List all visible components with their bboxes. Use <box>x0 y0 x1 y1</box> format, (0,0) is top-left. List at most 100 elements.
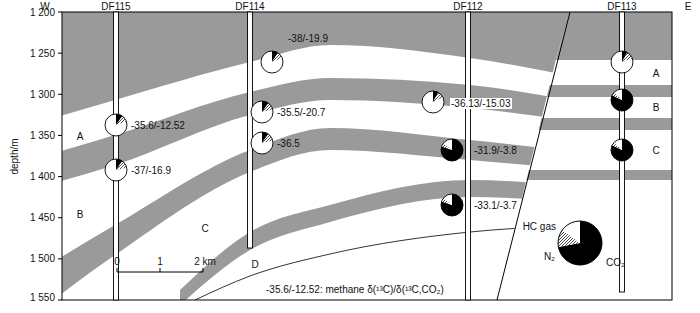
pie-slice <box>251 132 273 154</box>
pie-slice <box>251 101 273 123</box>
layer-name: B <box>77 209 84 220</box>
wells <box>114 12 625 300</box>
gas-pie <box>261 51 283 73</box>
layer-name: C <box>201 223 208 234</box>
legend-swatch <box>558 221 602 265</box>
isotope-value: -37/-16.9 <box>131 165 171 176</box>
gas-pie <box>251 132 273 154</box>
depth-tick <box>58 217 62 218</box>
depth-label: 1 250 <box>30 48 55 59</box>
left-fault-block <box>40 12 580 310</box>
gas-pie <box>441 139 463 161</box>
scale-bar <box>117 268 203 272</box>
gas-pie <box>422 91 444 113</box>
layer-name: A <box>77 131 84 142</box>
pie-slice <box>261 51 283 73</box>
depth-axis <box>58 12 62 300</box>
isotope-value: -35.5/-20.7 <box>277 107 325 118</box>
isotope-value: -36.5 <box>277 138 300 149</box>
legend-label: HC gas <box>523 221 556 232</box>
scale-label: 0 <box>114 256 120 267</box>
depth-tick <box>58 176 62 177</box>
depth-label: 1 300 <box>30 89 55 100</box>
well-name: DF114 <box>235 1 264 12</box>
depth-label: 1 200 <box>30 7 55 18</box>
gas-pie <box>441 194 463 216</box>
fault-line <box>497 12 570 300</box>
pie-slice <box>611 51 633 73</box>
shale-band <box>490 118 680 130</box>
depth-tick <box>58 258 62 259</box>
well <box>248 12 253 248</box>
isotope-value: -38/-19.9 <box>288 33 328 44</box>
well-name: DF115 <box>101 1 130 12</box>
pie-slice <box>443 139 452 150</box>
scale-tick <box>117 268 118 272</box>
pie-outline <box>611 139 633 161</box>
shale-band <box>490 85 680 97</box>
pie-slice <box>614 139 622 150</box>
pie-outline <box>441 194 463 216</box>
legend-swatch <box>562 221 580 243</box>
pie-slice <box>441 139 463 161</box>
gas-pie <box>611 89 633 111</box>
pie-slice <box>441 194 463 216</box>
pie-outline <box>251 132 273 154</box>
axis-title: depth/m <box>9 138 20 174</box>
depth-label: 1 500 <box>30 253 55 264</box>
gas-pies <box>105 51 633 216</box>
layer-name: A <box>653 68 660 79</box>
pie-slice <box>614 89 622 100</box>
shale-band <box>180 180 580 305</box>
layer-name: D <box>251 259 258 270</box>
depth-label: 1 400 <box>30 171 55 182</box>
depth-tick <box>58 300 62 301</box>
legend-label: N₂ <box>544 251 555 262</box>
scale-tick <box>203 268 204 272</box>
well <box>466 12 471 300</box>
cap-rock <box>490 12 680 60</box>
legend-outline <box>558 221 602 265</box>
depth-label: 1 550 <box>30 292 55 303</box>
pie-outline <box>441 139 463 161</box>
pie-outline <box>261 51 283 73</box>
gas-pie <box>105 114 127 136</box>
pie-slice <box>105 159 127 181</box>
pie-slice <box>611 139 633 161</box>
legend-pie <box>558 221 602 265</box>
shale-band <box>40 12 580 122</box>
gas-pie <box>611 139 633 161</box>
depth-label: 1 450 <box>30 212 55 223</box>
shale-band <box>40 128 580 310</box>
pie-outline <box>611 51 633 73</box>
well-name: DF112 <box>453 1 482 12</box>
pie-outline <box>422 91 444 113</box>
pie-slice <box>611 89 633 111</box>
depth-tick <box>58 12 62 13</box>
isotope-value: -33.1/-3.7 <box>474 200 517 211</box>
depth-tick <box>58 53 62 54</box>
depth-tick <box>58 135 62 136</box>
layer-name: C <box>652 145 659 156</box>
depth-tick <box>58 94 62 95</box>
legend-label: CO₂ <box>606 257 625 268</box>
isotope-value: -31.9/-3.8 <box>474 145 517 156</box>
scale-tick <box>160 268 161 272</box>
note: -35.6/-12.52: methane δ(¹³C)/δ(¹³C,CO₂) <box>265 284 445 295</box>
pie-outline <box>611 89 633 111</box>
pie-slice <box>422 91 444 113</box>
isotope-value: -35.6/-12.52 <box>131 120 185 131</box>
well-name: DF113 <box>607 1 636 12</box>
frame <box>62 12 672 300</box>
shale-band <box>490 170 680 180</box>
pie-outline <box>105 114 127 136</box>
layer-name: B <box>653 102 660 113</box>
scale-label: 1 <box>157 256 163 267</box>
pie-slice <box>105 114 127 136</box>
well-bore <box>466 12 471 300</box>
gas-pie <box>611 51 633 73</box>
isotope-value: -36.13/-15.03 <box>450 98 512 109</box>
right-fault-block <box>490 12 680 180</box>
